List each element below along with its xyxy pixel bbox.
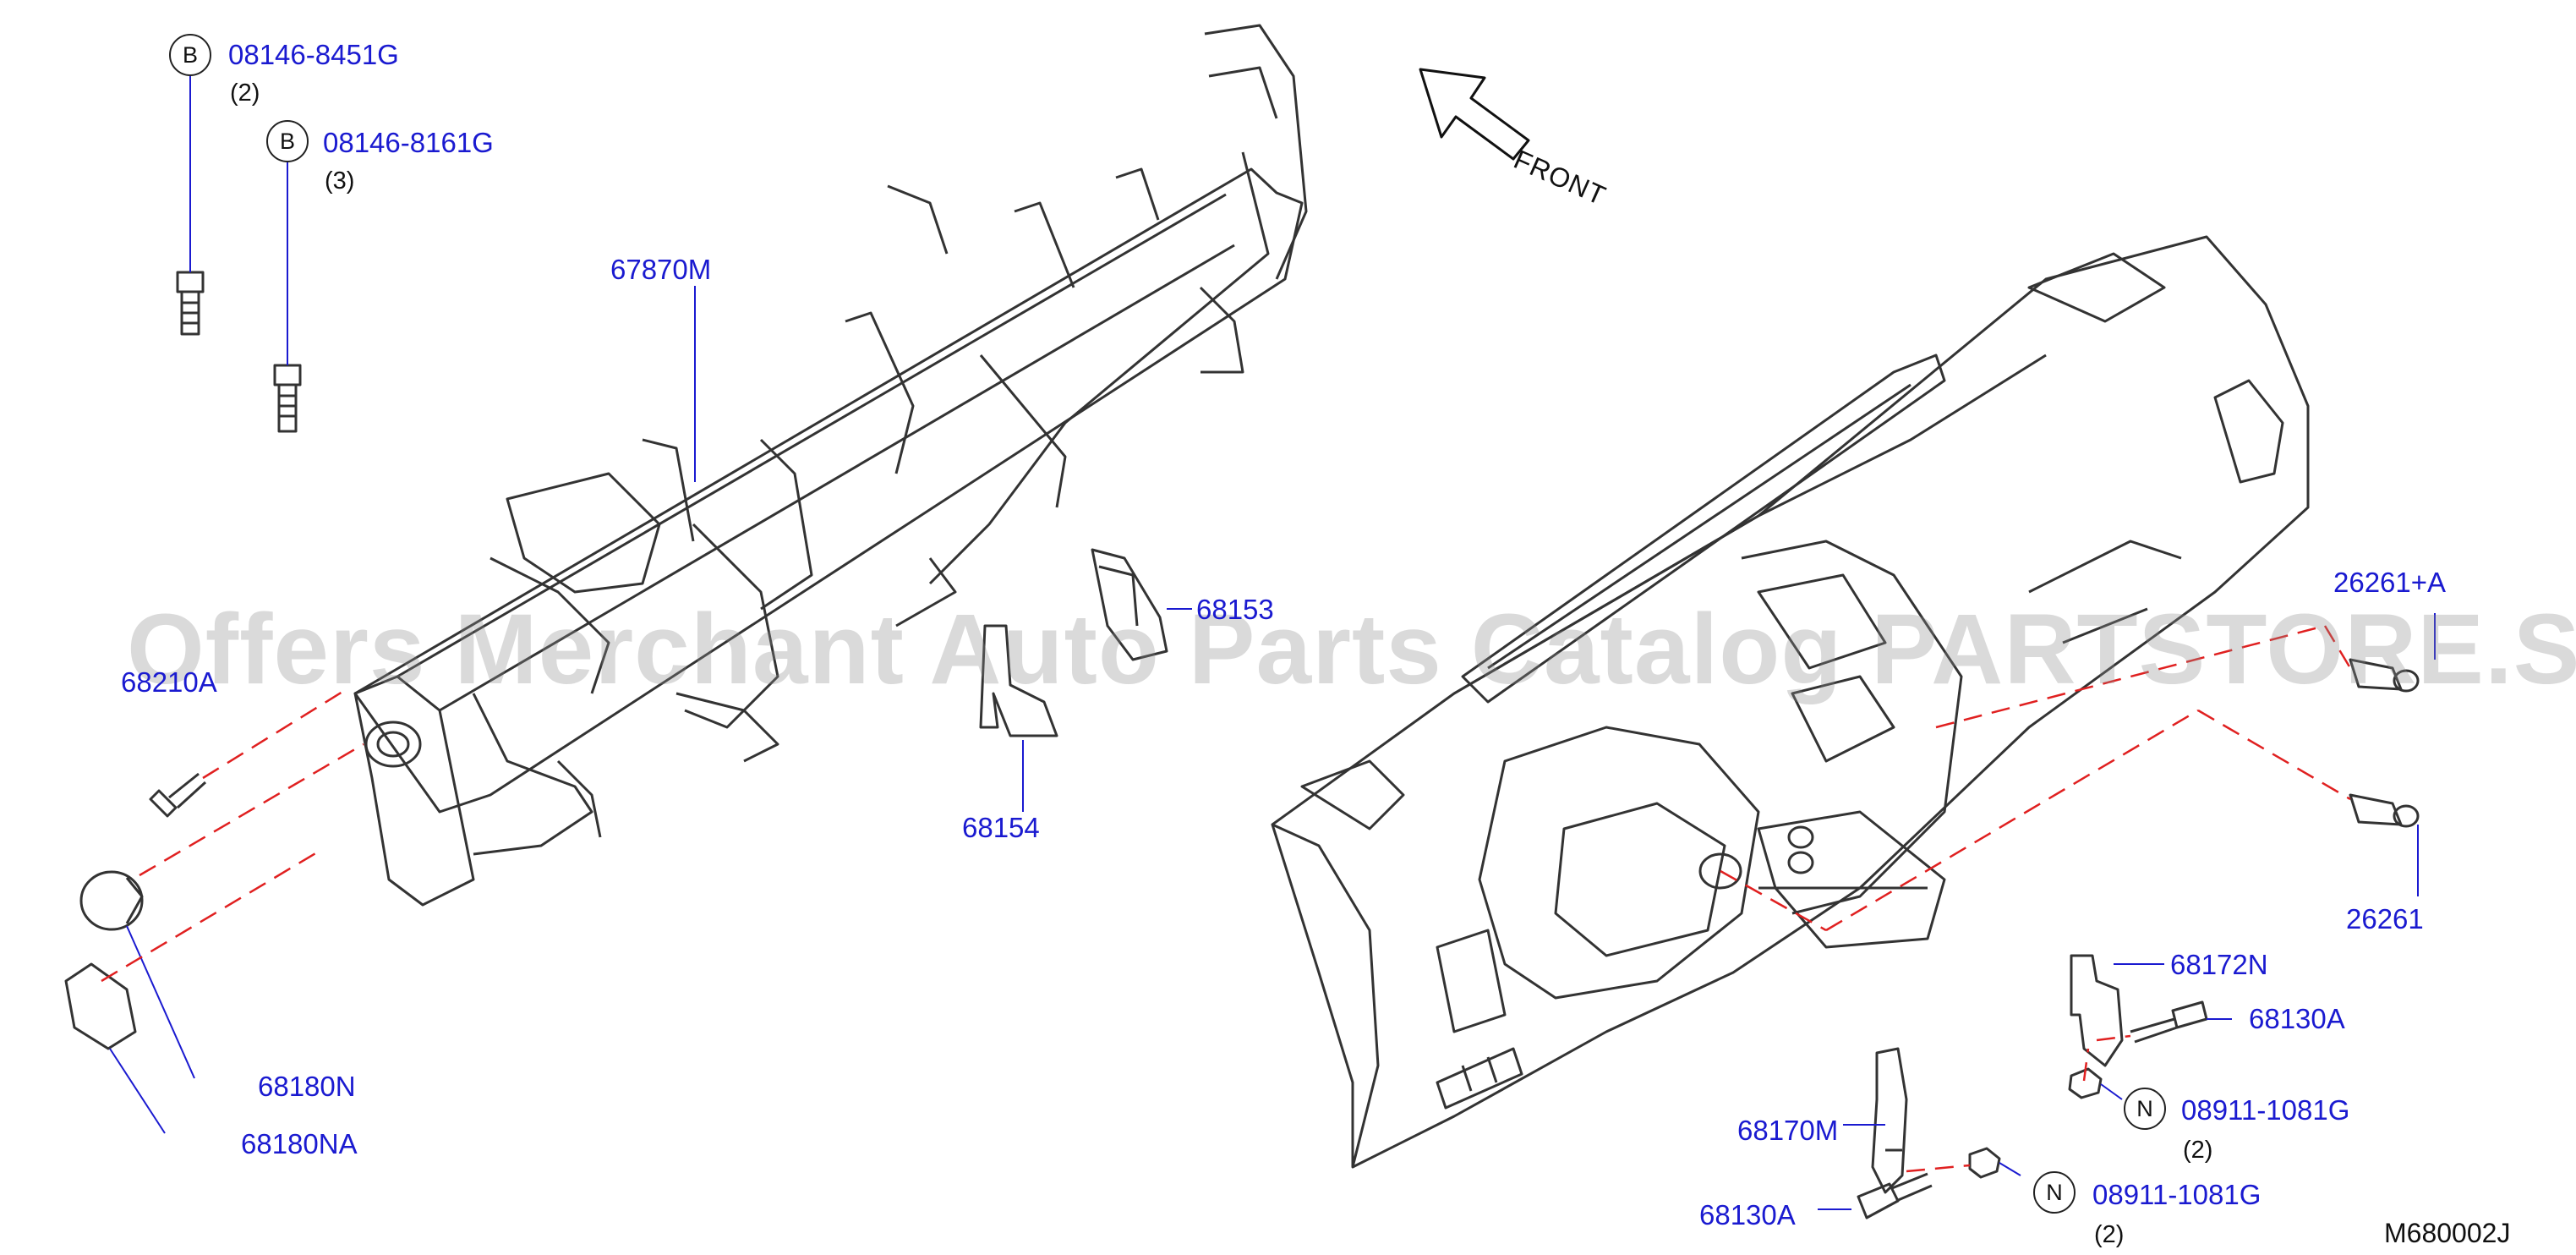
part-number-67870M[interactable]: 67870M xyxy=(610,254,712,285)
quantity-bolt2: (3) xyxy=(325,167,355,195)
badge-n-bottom: N xyxy=(2033,1171,2076,1214)
leader-lines xyxy=(109,74,2436,1210)
watermark-text: Offers Merchant Auto Parts Catalog PARTS… xyxy=(127,594,2576,705)
part-number-68170M[interactable]: 68170M xyxy=(1737,1115,1839,1146)
part-number-68180NA[interactable]: 68180NA xyxy=(241,1128,358,1159)
part-number-68172N[interactable]: 68172N xyxy=(2170,949,2268,980)
front-arrow-icon xyxy=(1419,68,1530,161)
badge-n-right: N xyxy=(2124,1088,2166,1130)
part-number-08911-1081G-right[interactable]: 08911-1081G xyxy=(2181,1094,2350,1126)
instrument-panel-drawing xyxy=(1271,235,2310,1169)
quantity-nut-right: (2) xyxy=(2183,1137,2213,1164)
dashed-alignment-lines xyxy=(101,624,2352,1173)
part-number-08146-8451G[interactable]: 08146-8451G xyxy=(228,39,399,70)
diagram-code: M680002J xyxy=(2384,1218,2511,1248)
part-number-68153[interactable]: 68153 xyxy=(1196,594,1274,625)
part-number-08911-1081G-bottom[interactable]: 08911-1081G xyxy=(2092,1179,2262,1210)
part-number-68180N[interactable]: 68180N xyxy=(258,1071,356,1102)
part-number-26261[interactable]: 26261 xyxy=(2346,903,2424,934)
part-number-68210A[interactable]: 68210A xyxy=(121,666,217,698)
part-number-08146-8161G[interactable]: 08146-8161G xyxy=(323,127,494,158)
badge-b-1: B xyxy=(169,34,211,76)
badge-b-2: B xyxy=(266,120,309,162)
part-number-68130A-bottom[interactable]: 68130A xyxy=(1699,1199,1796,1230)
small-parts-drawing xyxy=(64,271,2420,1219)
quantity-bolt1: (2) xyxy=(230,79,260,107)
part-number-68154[interactable]: 68154 xyxy=(962,812,1040,843)
part-number-68130A-right[interactable]: 68130A xyxy=(2249,1003,2345,1034)
cross-member-drawing xyxy=(353,24,1308,907)
part-number-26261-A[interactable]: 26261+A xyxy=(2333,567,2447,598)
quantity-nut-bottom: (2) xyxy=(2094,1221,2125,1248)
